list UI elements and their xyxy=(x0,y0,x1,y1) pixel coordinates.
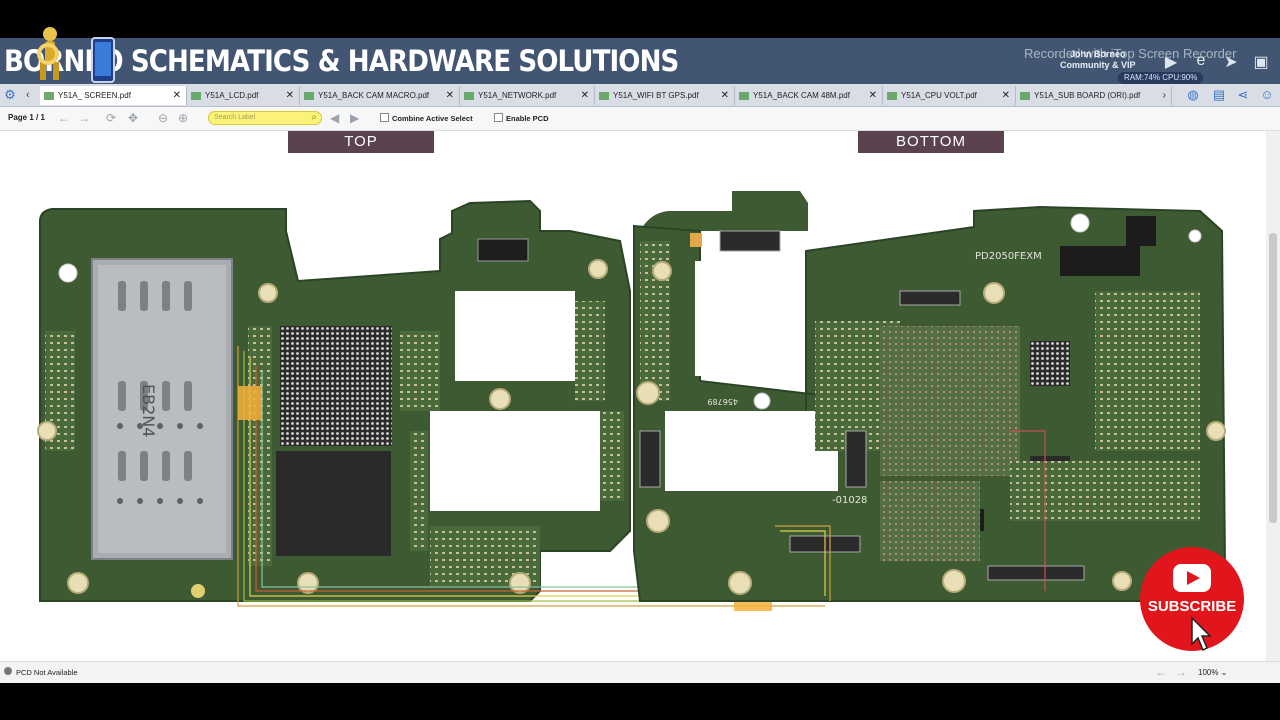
tab-scroll-left-icon[interactable]: ‹ xyxy=(26,89,30,101)
close-icon[interactable]: ✕ xyxy=(285,90,294,101)
settings-sliders-icon[interactable]: ⚙ xyxy=(4,87,16,102)
zoom-value: 100% xyxy=(1198,668,1219,677)
search-next-icon[interactable]: ▶ xyxy=(350,111,360,125)
pdf-file-icon xyxy=(304,91,314,100)
zoom-out-icon[interactable]: ⊖ xyxy=(158,111,169,125)
vertical-scrollbar[interactable] xyxy=(1266,131,1280,661)
viewer-toolbar: Page 1 / 1 ← → ⟳ ✥ ⊖ ⊕ Search Label ⌕ ◀ ▶… xyxy=(0,107,1280,131)
scrollbar-thumb[interactable] xyxy=(1269,233,1277,523)
tab-scroll-right-icon[interactable]: › xyxy=(1162,90,1166,101)
subscribe-button[interactable]: SUBSCRIBE xyxy=(1140,544,1245,654)
subscribe-label: SUBSCRIBE xyxy=(1148,598,1236,615)
tab-label: Y51A_BACK CAM 48M.pdf xyxy=(753,91,850,100)
user-icon[interactable]: ☺ xyxy=(1260,87,1274,102)
cursor-icon xyxy=(1191,616,1212,652)
tab-network[interactable]: Y51A_NETWORK.pdf ✕ xyxy=(460,86,595,105)
close-icon[interactable]: ✕ xyxy=(1001,90,1010,101)
share-icon[interactable]: ⋖ xyxy=(1237,87,1249,102)
zoom-in-icon[interactable]: ⊕ xyxy=(178,111,189,125)
checkbox-label: Combine Active Select xyxy=(392,114,473,123)
tab-lcd[interactable]: Y51A_LCD.pdf ✕ xyxy=(187,86,300,105)
tab-label: Y51A_ SCREEN.pdf xyxy=(58,91,131,100)
pdf-file-icon xyxy=(1020,91,1030,100)
user-info: John Borneo Community & VIP xyxy=(1060,49,1136,71)
tab-bar: ⚙ ‹ Y51A_ SCREEN.pdf ✕ Y51A_LCD.pdf ✕ Y51A… xyxy=(0,84,1280,107)
tab-label: Y51A_SUB BOARD (ORI).pdf xyxy=(1034,91,1141,100)
checkbox-label: Enable PCD xyxy=(506,114,549,123)
recorder-watermark: Recorded with iTop Screen Recorder xyxy=(1024,46,1237,61)
checkbox-box xyxy=(494,113,503,122)
silk-pd2050fexm: PD2050FEXM xyxy=(975,251,1042,262)
silk-code: -01028 xyxy=(832,495,867,506)
pcd-status: PCD Not Available xyxy=(16,668,78,677)
search-prev-icon[interactable]: ◀ xyxy=(330,111,340,125)
browser-icon[interactable]: e xyxy=(1196,52,1206,69)
close-icon[interactable]: ✕ xyxy=(868,90,877,101)
tab-back-cam-macro[interactable]: Y51A_BACK CAM MACRO.pdf ✕ xyxy=(300,86,460,105)
forward-icon[interactable]: → xyxy=(1175,665,1187,679)
close-icon[interactable]: ✕ xyxy=(720,90,729,101)
search-icon[interactable]: ⌕ xyxy=(311,112,317,123)
tab-label: Y51A_CPU VOLT.pdf xyxy=(901,91,977,100)
close-icon[interactable]: ✕ xyxy=(172,90,181,101)
tab-back-cam-48m[interactable]: Y51A_BACK CAM 48M.pdf ✕ xyxy=(735,86,883,105)
page-indicator: Page 1 / 1 xyxy=(8,113,45,122)
user-role: Community & VIP xyxy=(1060,60,1136,70)
next-page-icon[interactable]: → xyxy=(78,111,90,125)
checkbox-box xyxy=(380,113,389,122)
app-window: BORNEO SCHEMATICS & HARDWARE SOLUTIONS R… xyxy=(0,27,1280,683)
pdf-file-icon xyxy=(599,91,609,100)
back-icon[interactable]: ← xyxy=(1155,665,1167,679)
header-banner: BORNEO SCHEMATICS & HARDWARE SOLUTIONS R… xyxy=(0,27,1280,84)
silk-num: 456789 xyxy=(707,397,738,406)
chevron-down-icon: ⌄ xyxy=(1220,668,1228,677)
system-stats: RAM:74% CPU:90% xyxy=(1118,72,1204,84)
tab-screen[interactable]: Y51A_ SCREEN.pdf ✕ xyxy=(40,86,187,105)
close-icon[interactable]: ✕ xyxy=(580,90,589,101)
tab-label: Y51A_NETWORK.pdf xyxy=(478,91,557,100)
tab-wifi-bt-gps[interactable]: Y51A_WIFI BT GPS.pdf ✕ xyxy=(595,86,735,105)
pdf-file-icon xyxy=(739,91,749,100)
youtube-icon[interactable]: ▶ xyxy=(1164,54,1178,71)
telegram-icon[interactable]: ➤ xyxy=(1224,54,1238,71)
logo-mascot-icon xyxy=(37,27,115,83)
window-icon[interactable]: ▣ xyxy=(1253,54,1269,71)
tab-label: Y51A_LCD.pdf xyxy=(205,91,259,100)
tab-label: Y51A_WIFI BT GPS.pdf xyxy=(613,91,699,100)
close-icon[interactable]: ✕ xyxy=(445,90,454,101)
header-icons: ▶ e ➤ ▣ xyxy=(1160,52,1272,72)
user-name: John Borneo xyxy=(1070,49,1126,59)
search-label-input[interactable]: Search Label ⌕ xyxy=(208,111,322,125)
zoom-select[interactable]: 100% ⌄ xyxy=(1198,666,1248,679)
top-board: EB2N4 xyxy=(37,199,825,611)
bottom-label: BOTTOM xyxy=(858,131,1004,153)
pdf-file-icon xyxy=(887,91,897,100)
pcb-board-image: EB2N4 xyxy=(37,191,1227,611)
tab-sub-board[interactable]: Y51A_SUB BOARD (ORI).pdf › xyxy=(1016,86,1172,105)
pdf-file-icon xyxy=(191,91,201,100)
search-placeholder: Search Label xyxy=(214,114,256,121)
bottom-board: PD2050FEXM -01028 456789 xyxy=(633,191,1227,602)
tab-cpu-volt[interactable]: Y51A_CPU VOLT.pdf ✕ xyxy=(883,86,1016,105)
enable-pcd-checkbox[interactable]: Enable PCD xyxy=(494,113,549,123)
status-dot-icon xyxy=(4,667,12,675)
pdf-file-icon xyxy=(44,91,54,100)
pan-icon[interactable]: ✥ xyxy=(128,111,139,125)
prev-page-icon[interactable]: ← xyxy=(58,111,70,125)
combine-active-select-checkbox[interactable]: Combine Active Select xyxy=(380,113,473,123)
status-bar: PCD Not Available ← → 100% ⌄ xyxy=(0,661,1280,683)
pdf-file-icon xyxy=(464,91,474,100)
top-label: TOP xyxy=(288,131,434,153)
board-canvas[interactable]: TOP BOTTOM xyxy=(0,131,1266,661)
silk-eb2n4: EB2N4 xyxy=(139,384,158,437)
rotate-icon[interactable]: ⟳ xyxy=(106,111,117,125)
app-title: BORNEO SCHEMATICS & HARDWARE SOLUTIONS xyxy=(4,44,679,78)
tab-label: Y51A_BACK CAM MACRO.pdf xyxy=(318,91,430,100)
pcd-icon[interactable]: ▤ xyxy=(1212,87,1226,102)
globe-icon[interactable]: ◍ xyxy=(1187,87,1199,102)
